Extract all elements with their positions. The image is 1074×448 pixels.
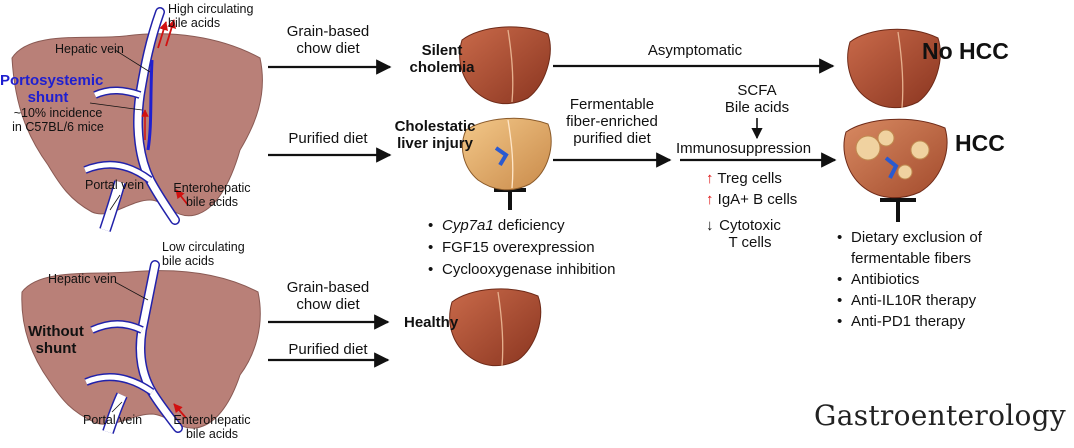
inhibition-bar-icon — [880, 198, 916, 222]
enterohepatic-label: Enterohepatic bile acids — [173, 181, 251, 209]
portal-vein-label: Portal vein — [83, 413, 143, 427]
cytotoxic-label: Cytotoxic T cells — [719, 217, 781, 251]
up-arrow-icon: ↑ — [706, 191, 714, 208]
liver-icon — [459, 26, 551, 105]
schematic-liver-without-shunt — [21, 260, 261, 434]
purified-diet-label: Purified diet — [288, 341, 368, 358]
cytotoxic-arrow-icon: ↓ — [706, 217, 714, 234]
healthy-label: Healthy — [404, 314, 459, 331]
cholestatic-label: Cholestatic liver injury — [394, 118, 476, 152]
immunosuppression-label: Immunosuppression — [676, 140, 812, 157]
inhibition-bar-icon — [494, 188, 526, 210]
treg-row: ↑ Treg cells — [706, 170, 782, 187]
iga-row: ↑ IgA+ B cells — [706, 191, 797, 208]
list-item: Dietary exclusion of fermentable fibers — [837, 227, 982, 269]
hcc-inhibitor-list: Dietary exclusion of fermentable fibers … — [837, 227, 982, 332]
cyp7a1-text: deficiency — [493, 217, 565, 234]
high-circulating-label: High circulating bile acids — [168, 2, 254, 30]
list-item: Cyp7a1 deficiency — [428, 215, 615, 237]
fermentable-label: Fermentable fiber-enriched purified diet — [566, 96, 658, 147]
low-circulating-label: Low circulating bile acids — [162, 240, 245, 268]
liver-icon — [847, 28, 941, 109]
hepatic-vein-label: Hepatic vein — [55, 42, 124, 56]
treg-label: Treg cells — [717, 170, 782, 187]
grain-chow-label: Grain-based chow diet — [286, 279, 370, 313]
journal-logo: Gastroenterology — [814, 399, 1066, 432]
liver-icon — [462, 117, 552, 191]
list-item: Cyclooxygenase inhibition — [428, 259, 615, 281]
purified-diet-label: Purified diet — [288, 130, 368, 147]
portal-vein-label: Portal vein — [85, 178, 145, 192]
cyp7a1-gene: Cyp7a1 — [442, 217, 494, 234]
schematic-liver-with-shunt — [11, 7, 263, 232]
no-hcc-label: No HCC — [922, 38, 1009, 64]
asymptomatic-label: Asymptomatic — [647, 42, 743, 59]
silent-cholemia-label: Silent cholemia — [409, 42, 475, 76]
grain-chow-label: Grain-based chow diet — [286, 23, 370, 57]
list-item: FGF15 overexpression — [428, 237, 615, 259]
flow-arrows — [268, 58, 837, 368]
hcc-label: HCC — [955, 130, 1005, 156]
list-item: Anti-PD1 therapy — [837, 311, 982, 332]
without-shunt-title: Without shunt — [28, 323, 84, 357]
shunt-title: Portosystemic shunt — [0, 72, 104, 106]
cholestatic-inhibitor-list: Cyp7a1 deficiency FGF15 overexpression C… — [428, 215, 615, 281]
liver-icon — [449, 288, 542, 367]
list-item: Anti-IL10R therapy — [837, 290, 982, 311]
enterohepatic-label: Enterohepatic bile acids — [173, 413, 251, 441]
liver-icon — [843, 118, 948, 199]
scfa-label: SCFA Bile acids — [724, 82, 790, 116]
hepatic-vein-label: Hepatic vein — [48, 272, 117, 286]
up-arrow-icon: ↑ — [706, 170, 714, 187]
incidence-label: ~10% incidence in C57BL/6 mice — [12, 106, 104, 134]
list-item: Antibiotics — [837, 269, 982, 290]
iga-label: IgA+ B cells — [717, 191, 798, 208]
